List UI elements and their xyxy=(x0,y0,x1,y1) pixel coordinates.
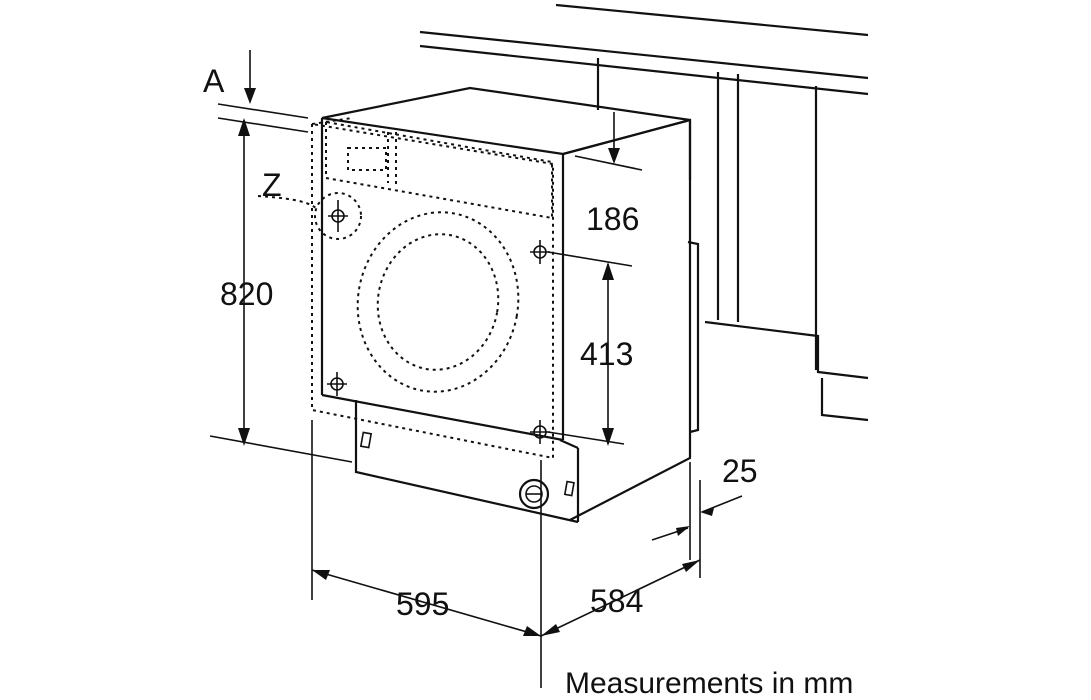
label-width: 595 xyxy=(396,586,449,622)
label-gap: 25 xyxy=(722,453,758,489)
label-hole-spacing: 413 xyxy=(580,336,633,372)
label-panel-height: 186 xyxy=(586,201,639,237)
cabinet-background xyxy=(419,3,869,434)
fixing-hole-top-right-icon xyxy=(530,240,550,264)
washing-machine-body xyxy=(320,86,692,524)
label-depth: 584 xyxy=(590,583,643,619)
fixing-hole-top-left-icon xyxy=(328,200,348,232)
label-a: A xyxy=(203,63,225,99)
label-height: 820 xyxy=(220,276,273,312)
label-z: Z xyxy=(262,167,282,203)
fixing-hole-bottom-left-icon xyxy=(327,372,347,396)
caption: Measurements in mm xyxy=(565,667,853,700)
fixing-hole-bottom-right-icon xyxy=(530,420,550,444)
dotted-outlines xyxy=(257,117,554,460)
fixing-holes xyxy=(327,200,550,444)
dimension-lines xyxy=(209,50,743,688)
